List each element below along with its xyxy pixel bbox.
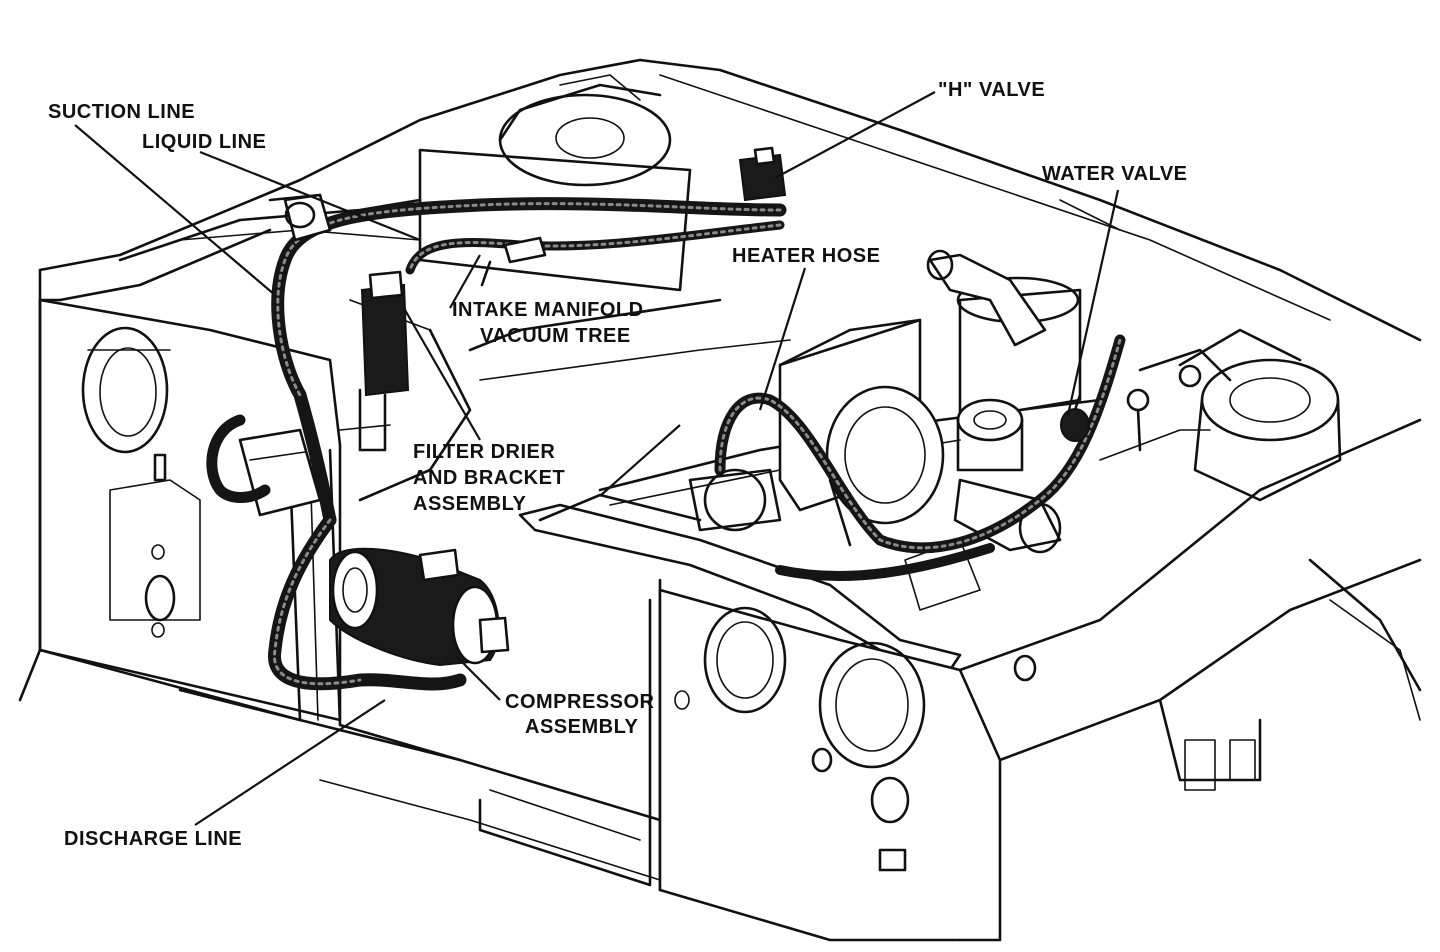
label-filter-drier-line1: FILTER DRIER: [413, 441, 555, 463]
leader-liquid-line: [199, 150, 421, 242]
leader-intake-manifold: [449, 254, 481, 309]
water-valve: [1060, 408, 1090, 442]
leader-lines: [74, 91, 1120, 826]
leader-heater-hose: [758, 267, 807, 411]
label-liquid-line: LIQUID LINE: [142, 131, 266, 153]
label-intake-manifold-line2: VACUUM TREE: [480, 325, 631, 347]
components: [283, 146, 1090, 667]
engine-bay-drawing: [18, 58, 1422, 942]
label-h-valve: "H" VALVE: [938, 79, 1045, 101]
leader-water-valve: [1066, 189, 1120, 416]
label-filter-drier-line2: AND BRACKET: [413, 467, 565, 489]
leader-filter-drier: [404, 309, 481, 441]
label-discharge-line: DISCHARGE LINE: [64, 828, 242, 850]
label-heater-hose: HEATER HOSE: [732, 245, 880, 267]
leader-heater-lower: [599, 424, 681, 497]
leader-h-valve: [774, 91, 936, 179]
leader-discharge-line: [194, 699, 386, 826]
label-compressor-line1: COMPRESSOR: [505, 691, 655, 713]
filter-drier: [360, 283, 410, 397]
label-filter-drier-line3: ASSEMBLY: [413, 493, 526, 515]
label-water-valve: WATER VALVE: [1042, 163, 1188, 185]
label-intake-manifold-line1: INTAKE MANIFOLD: [452, 299, 644, 321]
leader-compressor: [454, 654, 501, 701]
label-compressor-line2: ASSEMBLY: [525, 716, 638, 738]
callout-labels: SUCTION LINE LIQUID LINE "H" VALVE WATER…: [48, 79, 1188, 850]
label-suction-line: SUCTION LINE: [48, 101, 195, 123]
leader-suction-line: [74, 124, 276, 296]
